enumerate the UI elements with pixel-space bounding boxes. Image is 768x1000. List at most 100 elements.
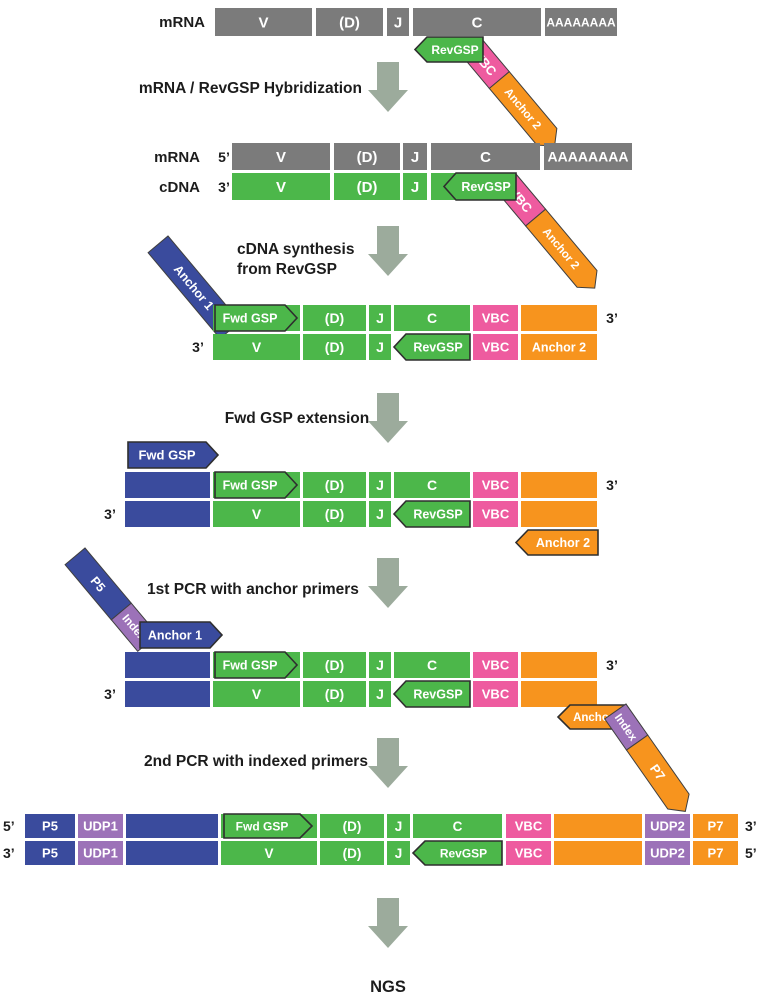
- segment-rect: [554, 841, 642, 865]
- down-arrow-icon: [368, 226, 408, 276]
- revgsp-primer-arrow: RevGSP: [411, 840, 503, 866]
- segment-rect: [303, 501, 366, 527]
- segment-rect: [303, 472, 366, 498]
- step-label-2nd-pcr: 2nd PCR with indexed primers: [144, 753, 368, 770]
- revgsp-primer-arrow: RevGSP: [392, 333, 471, 361]
- fwdgsp-primer-arrow: Fwd GSP: [223, 813, 314, 839]
- primer-arrow-shape: [442, 172, 517, 201]
- cdna-strand-label: cDNA: [159, 179, 200, 196]
- c-segment: C: [394, 305, 470, 331]
- segment-label: VBC: [482, 340, 510, 355]
- prime-label: 5’: [3, 818, 15, 834]
- segment-label: J: [376, 339, 384, 355]
- vbc-segment: VBC: [506, 814, 551, 838]
- prime-label: 3’: [606, 310, 618, 326]
- segment-label: P7: [708, 819, 724, 834]
- udp2-segment: UDP2: [645, 814, 690, 838]
- revgsp-primer-arrow: RevGSP: [413, 36, 484, 63]
- down-arrow-shape: [368, 393, 408, 443]
- segment-label: V: [252, 506, 262, 522]
- ngs-label: NGS: [370, 978, 406, 996]
- step-label-cdna-synthesis: from RevGSP: [237, 261, 337, 278]
- segment-label: VBC: [482, 658, 510, 673]
- j-segment: J: [387, 841, 410, 865]
- segment-rect: [521, 681, 597, 707]
- segment-label: C: [427, 657, 437, 673]
- primer-arrow-shape: [392, 333, 471, 361]
- down-arrow-shape: [368, 738, 408, 788]
- down-arrow-icon: [368, 898, 408, 948]
- d-segment: (D): [320, 841, 384, 865]
- segment-label: P5: [42, 819, 58, 834]
- prime-label: 3’: [218, 179, 230, 195]
- p7-ribbon-label: P7: [647, 761, 668, 783]
- segment-label: (D): [325, 477, 344, 493]
- segment-label: Fwd GSP: [223, 312, 278, 326]
- segment-label: (D): [325, 686, 344, 702]
- segment-rect: [369, 501, 391, 527]
- d-segment: (D): [334, 173, 400, 200]
- segment-label: C: [427, 310, 437, 326]
- fwdgsp-primer-arrow: Fwd GSP: [214, 651, 299, 679]
- step-label-cdna-synthesis: from RevGSP: [237, 261, 337, 278]
- segment-rect: [403, 143, 427, 170]
- prime-label: 3’: [3, 845, 15, 861]
- prime-label: 3’: [745, 818, 757, 834]
- vbc-segment: VBC: [506, 841, 551, 865]
- d-segment: (D): [303, 652, 366, 678]
- vbc-segment: VBC: [473, 681, 518, 707]
- segment-rect: [78, 814, 123, 838]
- step-label-hybridization: mRNA / RevGSP Hybridization: [139, 80, 362, 97]
- cdna-strand-label: cDNA: [159, 179, 200, 196]
- fwdgsp-primer-arrow: Fwd GSP: [214, 471, 299, 499]
- step-label-cdna-synthesis: cDNA synthesis: [237, 241, 354, 258]
- segment-label: UDP2: [650, 819, 685, 834]
- blank-orange-segment: [521, 305, 597, 331]
- d-segment: (D): [316, 8, 383, 36]
- segment-rect: [213, 334, 300, 360]
- segment-rect: [521, 305, 597, 331]
- segment-rect: [232, 143, 330, 170]
- d-segment: (D): [320, 814, 384, 838]
- c-segment: C: [413, 814, 502, 838]
- segment-rect: [413, 8, 541, 36]
- j-segment: J: [369, 681, 391, 707]
- j-segment: J: [369, 334, 391, 360]
- blank-blue-segment: [126, 814, 218, 838]
- blank-orange-segment: [554, 814, 642, 838]
- c-segment: C: [431, 143, 540, 170]
- segment-rect: [369, 472, 391, 498]
- blank-blue-segment: [125, 472, 210, 498]
- primer-arrow-shape: [392, 500, 471, 528]
- segment-rect: [215, 8, 312, 36]
- primer-arrow-shape: [411, 840, 503, 866]
- segment-rect: [394, 472, 470, 498]
- segment-rect: [303, 305, 366, 331]
- blank-orange-segment: [554, 841, 642, 865]
- segment-label: P5: [42, 846, 58, 861]
- segment-rect: [693, 814, 738, 838]
- j-segment: J: [403, 173, 427, 200]
- prime-label: 3’: [104, 506, 116, 522]
- segment-label: V: [276, 149, 286, 166]
- segment-rect: [387, 841, 410, 865]
- segment-label: J: [376, 310, 384, 326]
- udp1-segment: UDP1: [78, 814, 123, 838]
- segment-label: J: [411, 179, 419, 196]
- d-segment: (D): [303, 305, 366, 331]
- segment-rect: [645, 841, 690, 865]
- blank-orange-segment: [521, 472, 597, 498]
- segment-rect: [645, 814, 690, 838]
- segment-label: Fwd GSP: [236, 819, 289, 833]
- primer-arrow-shape: [139, 621, 224, 649]
- segment-rect: [125, 652, 210, 678]
- segment-rect: [403, 173, 427, 200]
- j-segment: J: [403, 143, 427, 170]
- segment-rect: [125, 472, 210, 498]
- segment-label: C: [472, 14, 483, 31]
- segment-rect: [369, 334, 391, 360]
- segment-label: V: [252, 686, 262, 702]
- j-segment: J: [369, 652, 391, 678]
- p5-segment: P5: [25, 841, 75, 865]
